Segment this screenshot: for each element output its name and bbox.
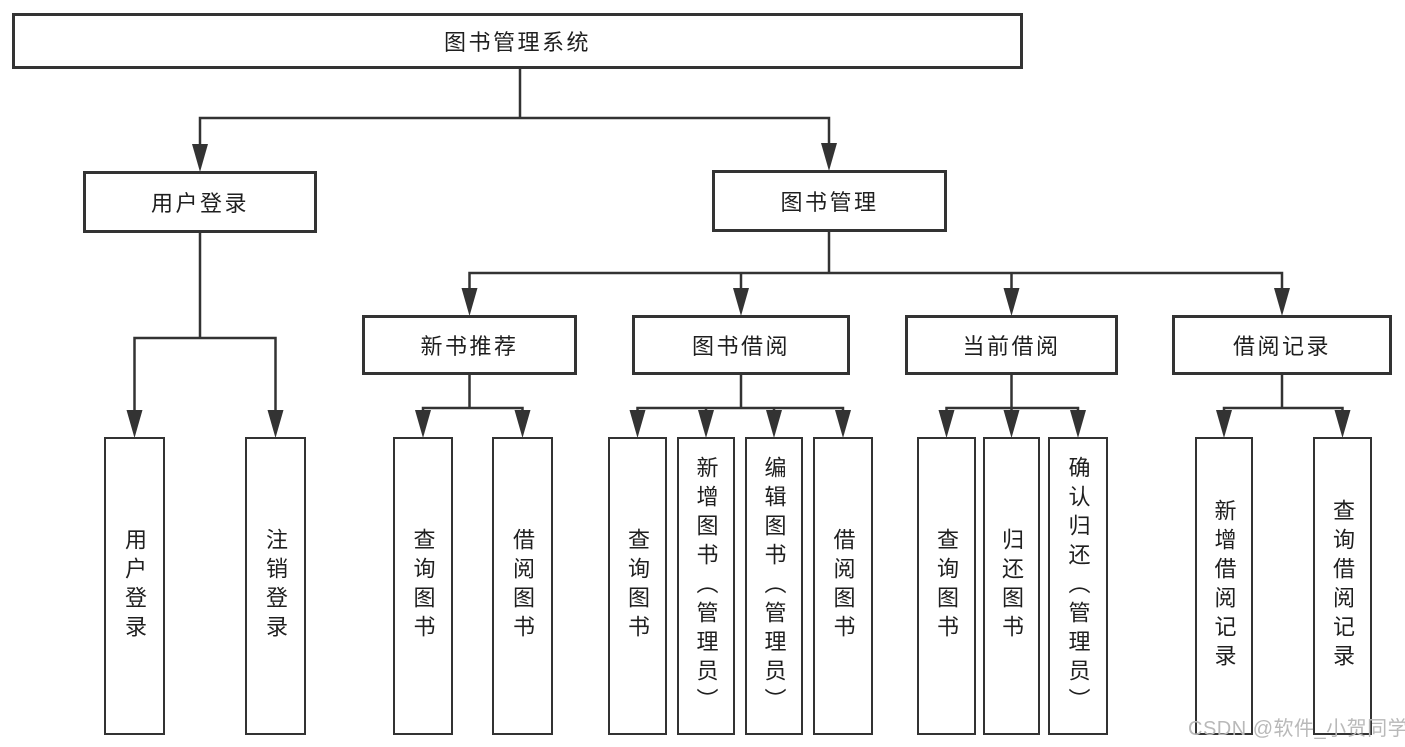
node-current-borrowing: 当前借阅: [905, 315, 1118, 375]
leaf-confirm-return-admin: 确认归还（管理员）: [1048, 437, 1108, 735]
node-label: 新增借阅记录: [1211, 499, 1237, 673]
csdn-watermark: CSDN @软件_小贺同学: [1188, 718, 1405, 740]
node-label: 查询图书: [625, 528, 651, 644]
arrowhead-icon: [821, 143, 837, 171]
node-label: 当前借阅: [962, 334, 1061, 359]
leaf-query-borrow-record: 查询借阅记录: [1313, 437, 1372, 735]
connector-bookborrow-to-leaves: [636, 372, 845, 414]
leaf-query-books: 查询图书: [393, 437, 453, 735]
arrowhead-icon: [514, 410, 531, 438]
node-label: 注销登录: [263, 528, 289, 644]
arrowhead-icon: [415, 410, 431, 438]
arrowhead-icon: [1274, 288, 1290, 316]
node-label: 新书推荐: [420, 334, 519, 359]
leaf-query-books: 查询图书: [917, 437, 976, 735]
node-label: 确认归还（管理员）: [1065, 455, 1091, 717]
arrowhead-icon: [835, 410, 851, 438]
connector-newbookrec-to-leaves: [421, 372, 524, 414]
node-label: 借阅图书: [830, 528, 856, 644]
node-label: 归还图书: [999, 528, 1025, 644]
node-book-management: 图书管理: [712, 170, 947, 232]
node-label: 查询借阅记录: [1330, 499, 1356, 673]
arrowhead-icon: [1216, 410, 1232, 438]
arrowhead-icon: [267, 410, 284, 438]
node-label: 借阅记录: [1232, 334, 1331, 359]
connector-userlogin-to-leaves: [133, 230, 277, 414]
leaf-add-books-admin: 新增图书（管理员）: [677, 437, 735, 735]
node-user-login: 用户登录: [83, 171, 317, 233]
arrowhead-icon: [1334, 410, 1351, 438]
arrowhead-icon: [938, 410, 955, 438]
node-label: 借阅图书: [510, 528, 536, 644]
leaf-borrow-books: 借阅图书: [813, 437, 873, 735]
node-label: 查询图书: [934, 528, 960, 644]
arrowhead-icon: [1003, 410, 1020, 438]
arrowhead-icon: [1003, 288, 1020, 316]
connector-root-to-level2: [198, 66, 831, 148]
node-label: 图书管理系统: [443, 30, 591, 55]
node-new-book-recommendation: 新书推荐: [362, 315, 577, 375]
arrowhead-icon: [126, 410, 143, 438]
arrowhead-icon: [698, 410, 714, 438]
arrowhead-icon: [192, 144, 208, 172]
node-label: 图书管理: [780, 190, 879, 215]
arrowhead-icon: [461, 288, 478, 316]
node-label: 图书借阅: [691, 334, 790, 359]
node-book-borrowing: 图书借阅: [632, 315, 850, 375]
arrowhead-icon: [733, 288, 749, 316]
node-label: 编辑图书（管理员）: [761, 455, 787, 717]
arrowhead-icon: [629, 410, 646, 438]
connector-currentborrow-to-leaves: [945, 372, 1080, 414]
connector-borrowrecords-to-leaves: [1222, 372, 1344, 414]
leaf-query-books: 查询图书: [608, 437, 667, 735]
node-library-management-system: 图书管理系统: [12, 13, 1023, 69]
arrowhead-icon: [1070, 410, 1086, 438]
node-label: 用户登录: [122, 528, 148, 644]
leaf-logout: 注销登录: [245, 437, 306, 735]
node-label: 新增图书（管理员）: [693, 455, 719, 717]
node-borrowing-records: 借阅记录: [1172, 315, 1392, 375]
leaf-return-books: 归还图书: [983, 437, 1040, 735]
leaf-edit-books-admin: 编辑图书（管理员）: [745, 437, 803, 735]
connector-bookmgmt-to-level3: [468, 229, 1284, 292]
leaf-borrow-books: 借阅图书: [492, 437, 553, 735]
node-label: 用户登录: [150, 191, 249, 216]
leaf-add-borrow-record: 新增借阅记录: [1195, 437, 1253, 735]
leaf-user-login: 用户登录: [104, 437, 165, 735]
node-label: 查询图书: [410, 528, 436, 644]
arrowhead-icon: [766, 410, 782, 438]
